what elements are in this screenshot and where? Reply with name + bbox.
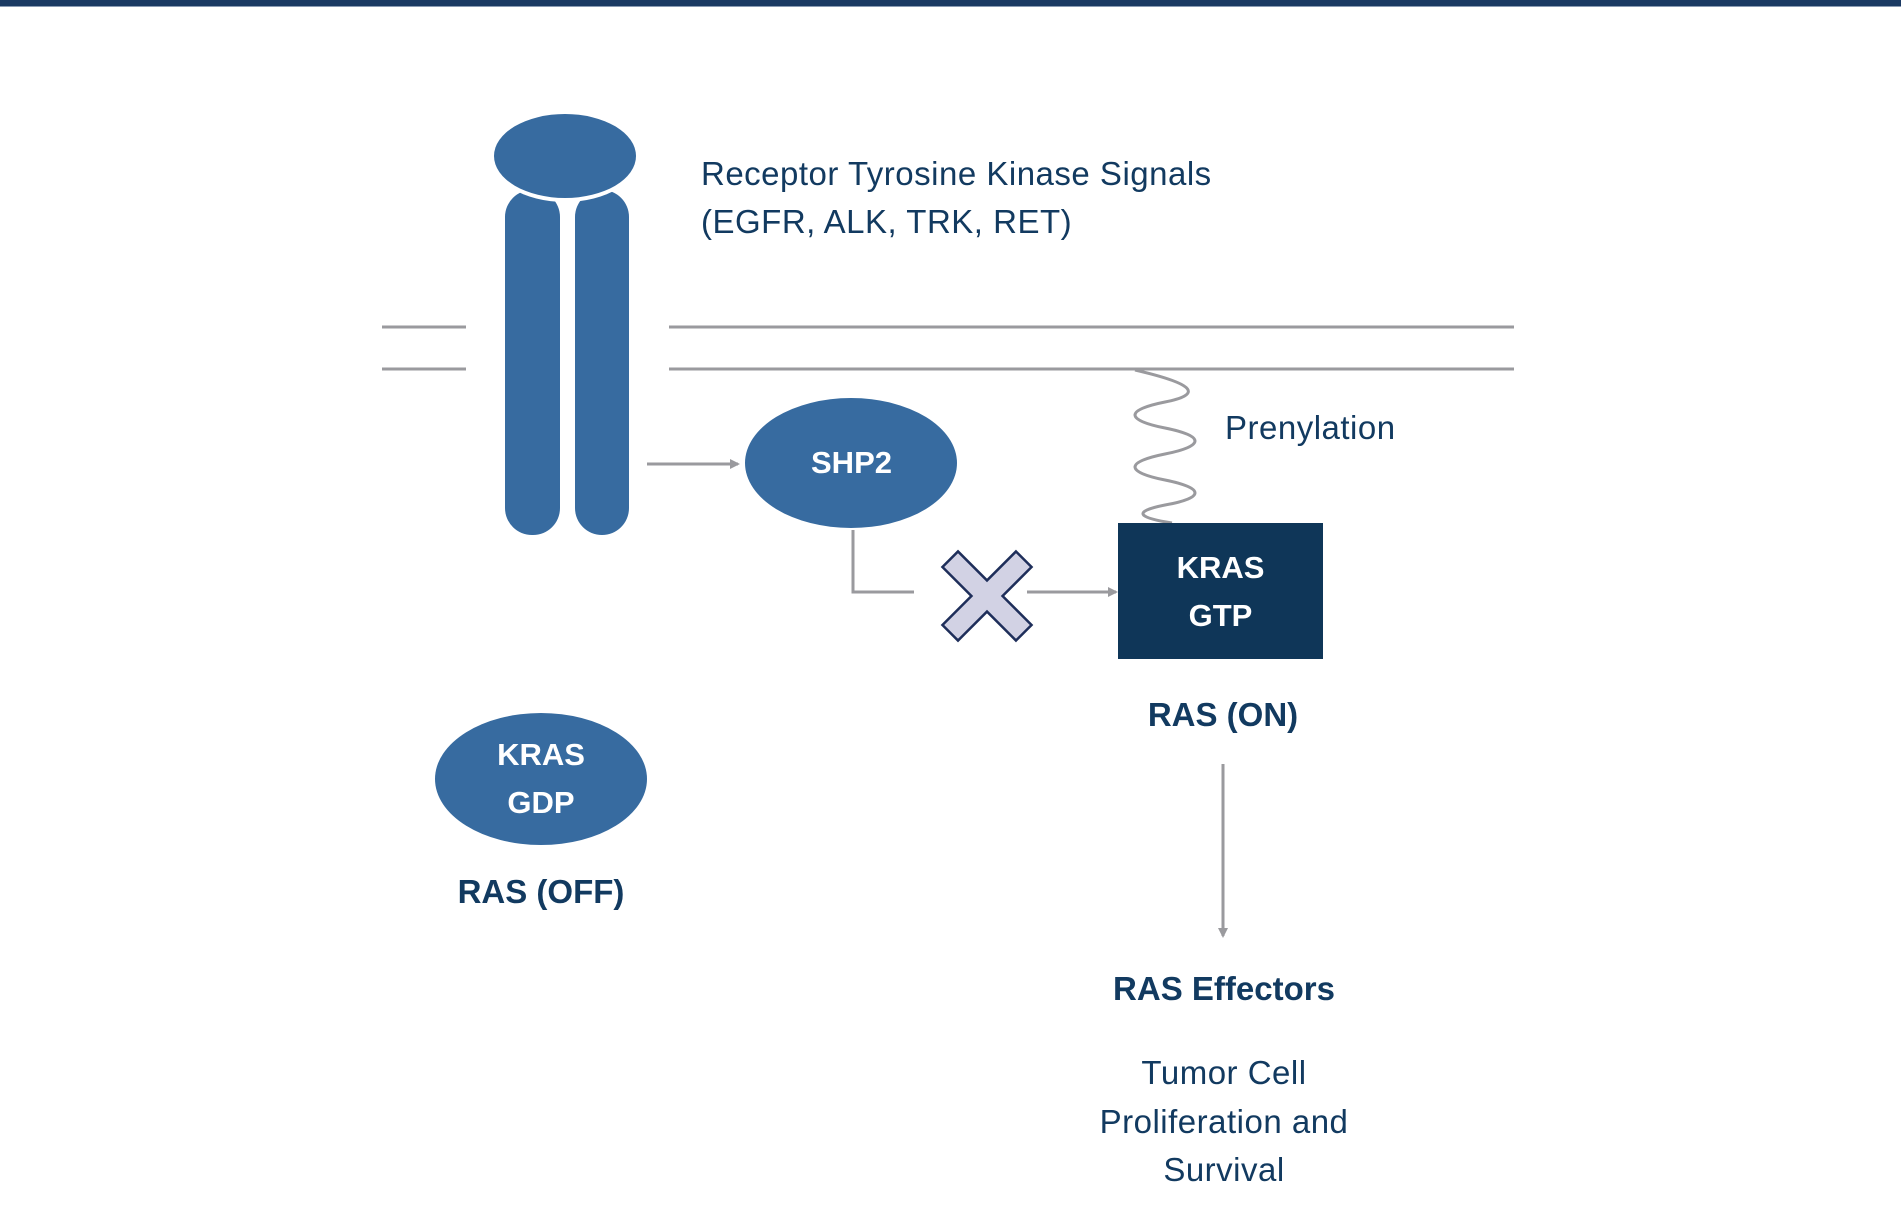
receptor-left-leg — [505, 190, 560, 535]
kras-gtp-label-line2: GTP — [1188, 598, 1253, 633]
prenylation-anchor-icon — [1133, 368, 1197, 525]
ras-effectors-title: RAS Effectors — [1113, 970, 1335, 1007]
shp2-label: SHP2 — [811, 445, 892, 480]
receptor-subtitle: (EGFR, ALK, TRK, RET) — [701, 203, 1073, 240]
receptor-title: Receptor Tyrosine Kinase Signals — [701, 155, 1212, 192]
prenylation-label: Prenylation — [1225, 409, 1396, 446]
kras-gtp-label-line1: KRAS — [1176, 550, 1265, 585]
effect-line-3: Survival — [1163, 1151, 1285, 1188]
kras-gdp-node — [435, 713, 647, 845]
ras-off-caption: RAS (OFF) — [457, 873, 625, 910]
header-bar — [0, 0, 1901, 7]
receptor-icon — [490, 110, 640, 535]
receptor-right-leg — [575, 190, 629, 535]
kras-gdp-label-line2: GDP — [507, 785, 575, 820]
effect-line-2: Proliferation and — [1099, 1103, 1349, 1140]
kras-gdp-label-line1: KRAS — [497, 737, 585, 772]
connector-shp2-to-inhibitor — [851, 530, 914, 594]
shp2-node — [745, 398, 957, 528]
ras-on-caption: RAS (ON) — [1147, 696, 1299, 733]
inhibitor-x-icon — [940, 549, 1034, 643]
cell-membrane — [382, 325, 1514, 371]
effect-line-1: Tumor Cell — [1141, 1054, 1307, 1091]
receptor-head — [494, 114, 636, 198]
kras-gtp-node — [1118, 523, 1323, 659]
